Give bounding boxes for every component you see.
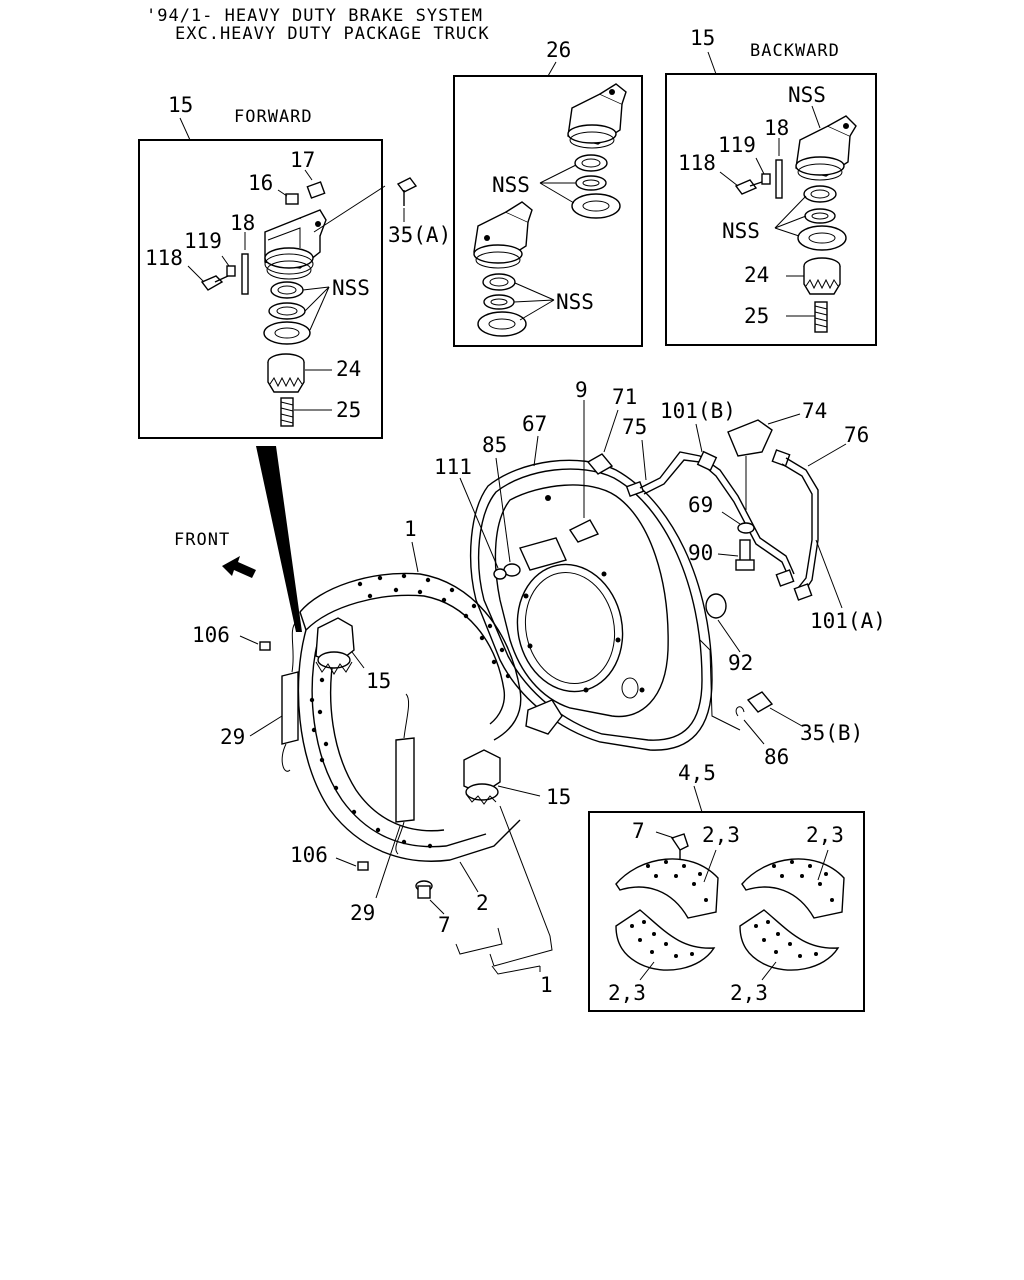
label-p67: 67 <box>522 412 547 436</box>
lining-lower-right <box>739 909 840 971</box>
part-74 <box>727 413 801 510</box>
part-16 <box>277 189 299 205</box>
header-line-2: EXC.HEAVY DUTY PACKAGE TRUCK <box>175 24 490 44</box>
label-p15b: 15 <box>546 785 571 809</box>
label-b25: 25 <box>744 304 769 328</box>
part-35b <box>746 691 803 727</box>
label-fNSS: NSS <box>332 276 370 300</box>
part-71 <box>586 409 619 475</box>
label-p9: 9 <box>575 378 588 402</box>
label-f18: 18 <box>230 211 255 235</box>
header-line-1: '94/1- HEAVY DUTY BRAKE SYSTEM <box>146 6 483 26</box>
part-9 <box>568 400 600 543</box>
backward-inset: 15 BACKWARD NSS NSS 18 119 118 <box>665 26 877 346</box>
label-p106b: 106 <box>290 843 328 867</box>
brake-shoe-assembly <box>281 572 522 899</box>
center-ref-label: 26 <box>546 38 571 62</box>
label-cNSS2: NSS <box>556 290 594 314</box>
forward-caption: FORWARD <box>234 107 313 127</box>
label-p71: 71 <box>612 385 637 409</box>
backing-plate <box>469 459 713 751</box>
label-f24: 24 <box>336 357 361 381</box>
leader-wedge <box>256 446 302 632</box>
part-17 <box>304 169 326 199</box>
forward-inset: 15 FORWARD 17 16 <box>138 93 386 439</box>
seals-forward <box>263 281 330 345</box>
label-b24: 24 <box>744 263 769 287</box>
label-p92: 92 <box>728 651 753 675</box>
part-7-shoe <box>415 880 433 899</box>
label-p101b: 101(B) <box>660 399 736 423</box>
label-p101a: 101(A) <box>810 609 886 633</box>
label-p75: 75 <box>622 415 647 439</box>
part-25-forward <box>280 397 332 427</box>
label-f35a: 35(A) <box>388 223 451 247</box>
label-p35b: 35(B) <box>800 721 863 745</box>
front-label: FRONT <box>174 530 230 550</box>
label-p2: 2 <box>476 891 489 915</box>
linings-ref-label: 4,5 <box>678 761 716 785</box>
part-106a <box>259 641 271 651</box>
lining-upper-left <box>615 858 719 919</box>
lining-upper-right <box>741 858 845 919</box>
label-p76: 76 <box>844 423 869 447</box>
label-p74: 74 <box>802 399 827 423</box>
label-p7: 7 <box>438 913 451 937</box>
label-f25: 25 <box>336 398 361 422</box>
front-arrow-icon <box>222 556 256 578</box>
label-p86: 86 <box>764 745 789 769</box>
label-p111: 111 <box>434 455 472 479</box>
forward-ref-label: 15 <box>168 93 193 117</box>
part-92 <box>705 593 741 653</box>
label-b118: 118 <box>678 151 716 175</box>
label-p1bot: 1 <box>540 973 553 997</box>
part-90 <box>735 539 755 571</box>
lining-lower-left <box>615 909 716 971</box>
part-86 <box>735 706 765 745</box>
label-l23b: 2,3 <box>806 823 844 847</box>
part-24-forward <box>267 353 332 393</box>
label-bNSS1: NSS <box>788 83 826 107</box>
label-p106a: 106 <box>192 623 230 647</box>
label-p69: 69 <box>688 493 713 517</box>
part-119 <box>221 255 236 277</box>
linings-inset: 4,5 7 2,3 2,3 <box>588 761 865 1012</box>
part-35a <box>396 177 418 222</box>
label-bNSS2: NSS <box>722 219 760 243</box>
part-18 <box>241 232 249 295</box>
label-p29a: 29 <box>220 725 245 749</box>
wheel-cylinder-forward <box>264 209 327 280</box>
label-p90: 90 <box>688 541 713 565</box>
label-p85: 85 <box>482 433 507 457</box>
backward-caption: BACKWARD <box>750 41 840 61</box>
label-b119: 119 <box>718 133 756 157</box>
brake-pipe-b <box>625 423 795 587</box>
center-inset: 26 NSS NSS <box>453 38 643 347</box>
label-b18: 18 <box>764 116 789 140</box>
label-l23a: 2,3 <box>702 823 740 847</box>
label-l23d: 2,3 <box>730 981 768 1005</box>
label-cNSS1: NSS <box>492 173 530 197</box>
label-f119: 119 <box>184 229 222 253</box>
label-p1top: 1 <box>404 517 417 541</box>
label-f17: 17 <box>290 148 315 172</box>
part-118 <box>187 265 229 291</box>
brake-pipe-a <box>771 443 847 609</box>
label-l7: 7 <box>632 819 645 843</box>
label-p15a: 15 <box>366 669 391 693</box>
label-p29b: 29 <box>350 901 375 925</box>
part-69 <box>737 522 755 534</box>
backward-ref-label: 15 <box>690 26 715 50</box>
part-85-111 <box>459 457 521 580</box>
label-f16: 16 <box>248 171 273 195</box>
part-106b <box>357 861 369 871</box>
label-l23c: 2,3 <box>608 981 646 1005</box>
label-f118: 118 <box>145 246 183 270</box>
